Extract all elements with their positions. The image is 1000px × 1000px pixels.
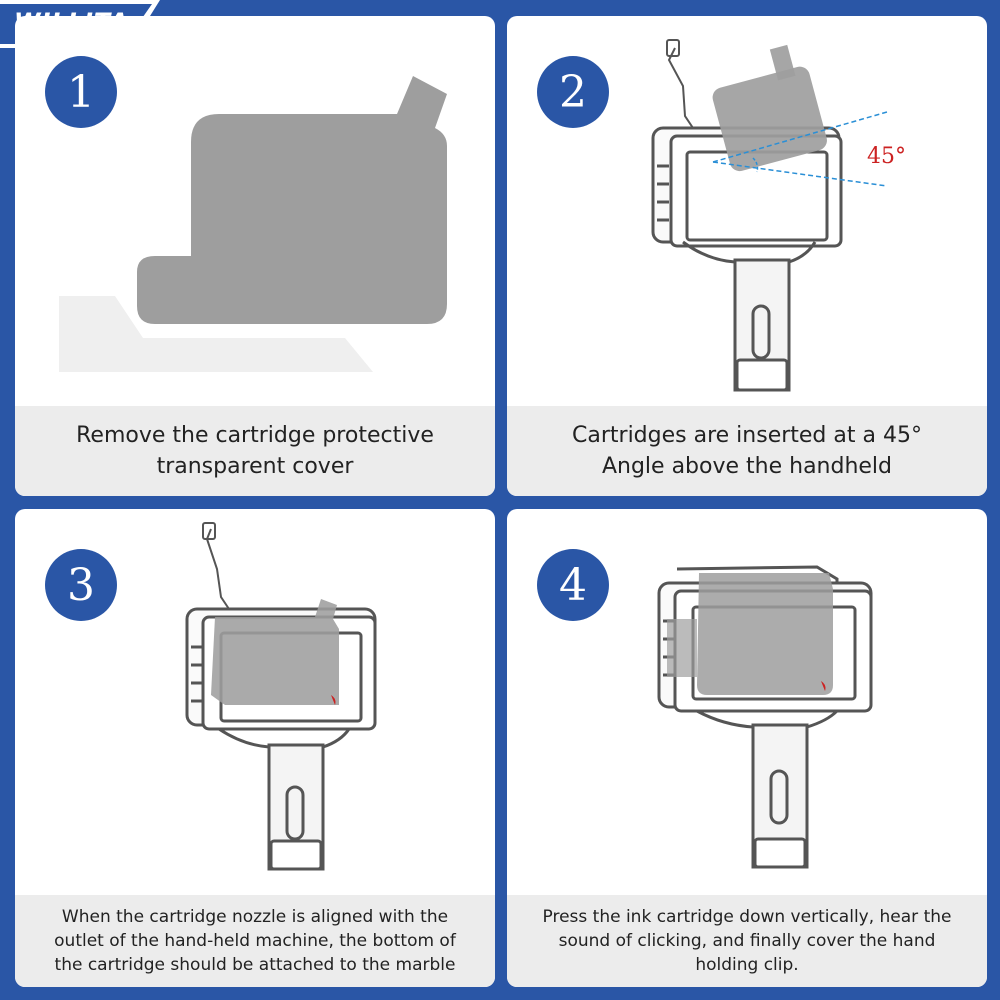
- step-number-badge: 3: [45, 549, 117, 621]
- angle-label: 45°: [867, 144, 906, 169]
- step-number-badge: 2: [537, 56, 609, 128]
- step-3-panel: 3 When the cartridge nozzle is aligned w…: [15, 509, 495, 987]
- step-1-caption: Remove the cartridge protective transpar…: [15, 406, 495, 496]
- step-4-panel: 4 Press the ink cartridge down verticall…: [507, 509, 987, 987]
- step-1-panel: 1 Remove the cartridge protective transp…: [15, 16, 495, 496]
- step-number-badge: 4: [537, 549, 609, 621]
- step-2-illustration: [651, 39, 888, 392]
- step-2-panel: 45° 2 Cartridges are inserted at a 45° A…: [507, 16, 987, 496]
- step-4-illustration: [657, 565, 873, 869]
- step-2-caption: Cartridges are inserted at a 45° Angle a…: [507, 406, 987, 496]
- step-3-illustration: [185, 522, 377, 871]
- step-number-badge: 1: [45, 56, 117, 128]
- step-3-caption: When the cartridge nozzle is aligned wit…: [15, 895, 495, 987]
- step-4-caption: Press the ink cartridge down vertically,…: [507, 895, 987, 987]
- step-1-illustration: [59, 76, 447, 372]
